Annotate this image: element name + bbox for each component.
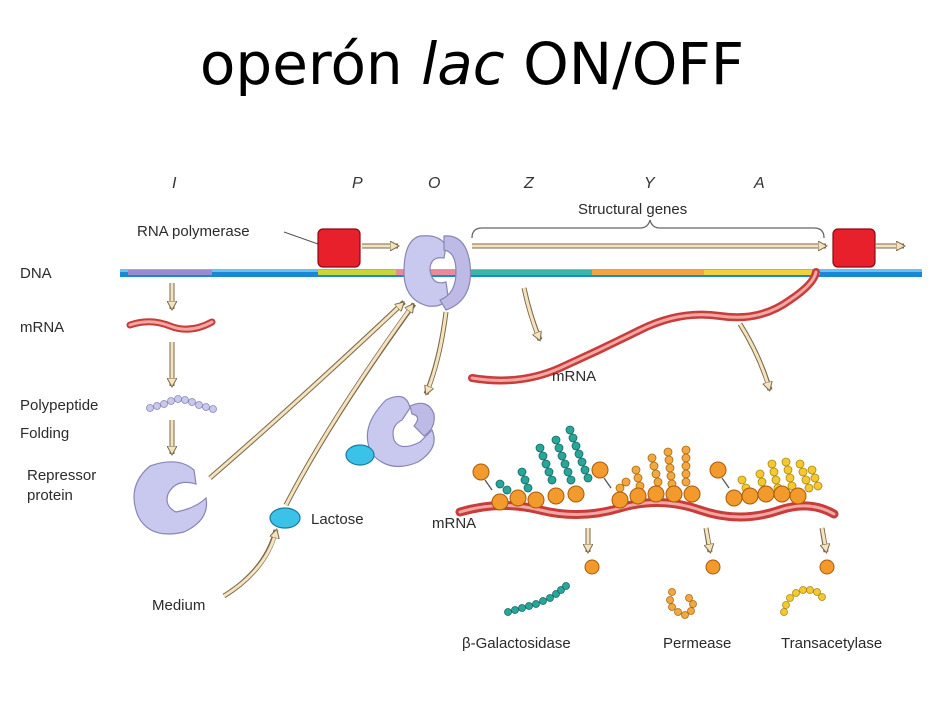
mrna-label-left: mRNA bbox=[20, 319, 64, 336]
gene-letter-y: Y bbox=[644, 175, 656, 192]
rna-polymerase-label: RNA polymerase bbox=[137, 223, 250, 240]
bound-lactose bbox=[345, 444, 375, 466]
structural-genes-bracket: Structural genes bbox=[471, 201, 825, 239]
title-prefix: operón bbox=[199, 30, 422, 98]
promoter-segment bbox=[318, 270, 396, 275]
dna-label: DNA bbox=[20, 265, 52, 282]
gene-letter-i: I bbox=[172, 175, 177, 192]
gene-z-segment bbox=[470, 270, 592, 275]
mrna-label-right: mRNA bbox=[552, 368, 596, 385]
permease-chains bbox=[615, 445, 691, 493]
inactive-repressor bbox=[345, 395, 435, 468]
repressor-protein bbox=[133, 461, 208, 535]
lactose-label: Lactose bbox=[311, 511, 364, 528]
gene-letter-a: A bbox=[753, 175, 765, 192]
polypeptide-label: Polypeptide bbox=[20, 397, 98, 414]
rna-polymerase-start bbox=[317, 228, 361, 268]
polypeptide-chain bbox=[146, 395, 217, 413]
gene-i-segment bbox=[128, 270, 212, 275]
repressor-label-line1: Repressor bbox=[27, 467, 96, 484]
permease-label: Permease bbox=[663, 635, 731, 652]
gene-letter-p: P bbox=[352, 175, 363, 192]
gene-letters: I P O Z Y A bbox=[172, 175, 765, 192]
repressor-label-line2: protein bbox=[27, 487, 73, 504]
title-suffix: ON/OFF bbox=[504, 30, 745, 98]
page-title: operón lac ON/OFF bbox=[0, 30, 944, 98]
operator-segment bbox=[396, 270, 470, 275]
gene-y-segment bbox=[592, 270, 704, 275]
dna-strand bbox=[120, 269, 922, 277]
beta-galactosidase-protein bbox=[504, 582, 570, 616]
transacetylase-protein bbox=[780, 586, 826, 616]
rna-polymerase-end bbox=[832, 228, 876, 268]
folding-label: Folding bbox=[20, 425, 69, 442]
medium-label: Medium bbox=[152, 597, 205, 614]
beta-galactosidase-label: β-Galactosidase bbox=[462, 635, 571, 652]
lactose-molecule bbox=[269, 507, 301, 529]
galactosidase-chains bbox=[495, 425, 593, 495]
permease-protein bbox=[666, 588, 697, 619]
gene-a-segment bbox=[704, 270, 820, 275]
gene-letter-z: Z bbox=[523, 175, 535, 192]
structural-genes-label: Structural genes bbox=[578, 201, 687, 218]
mrna-label-bottom: mRNA bbox=[432, 515, 476, 532]
ribosomes bbox=[472, 461, 807, 511]
transacetylase-label: Transacetylase bbox=[781, 635, 882, 652]
gene-letter-o: O bbox=[428, 175, 440, 192]
title-italic: lac bbox=[421, 30, 505, 98]
repressor-bound-operator bbox=[403, 235, 472, 311]
